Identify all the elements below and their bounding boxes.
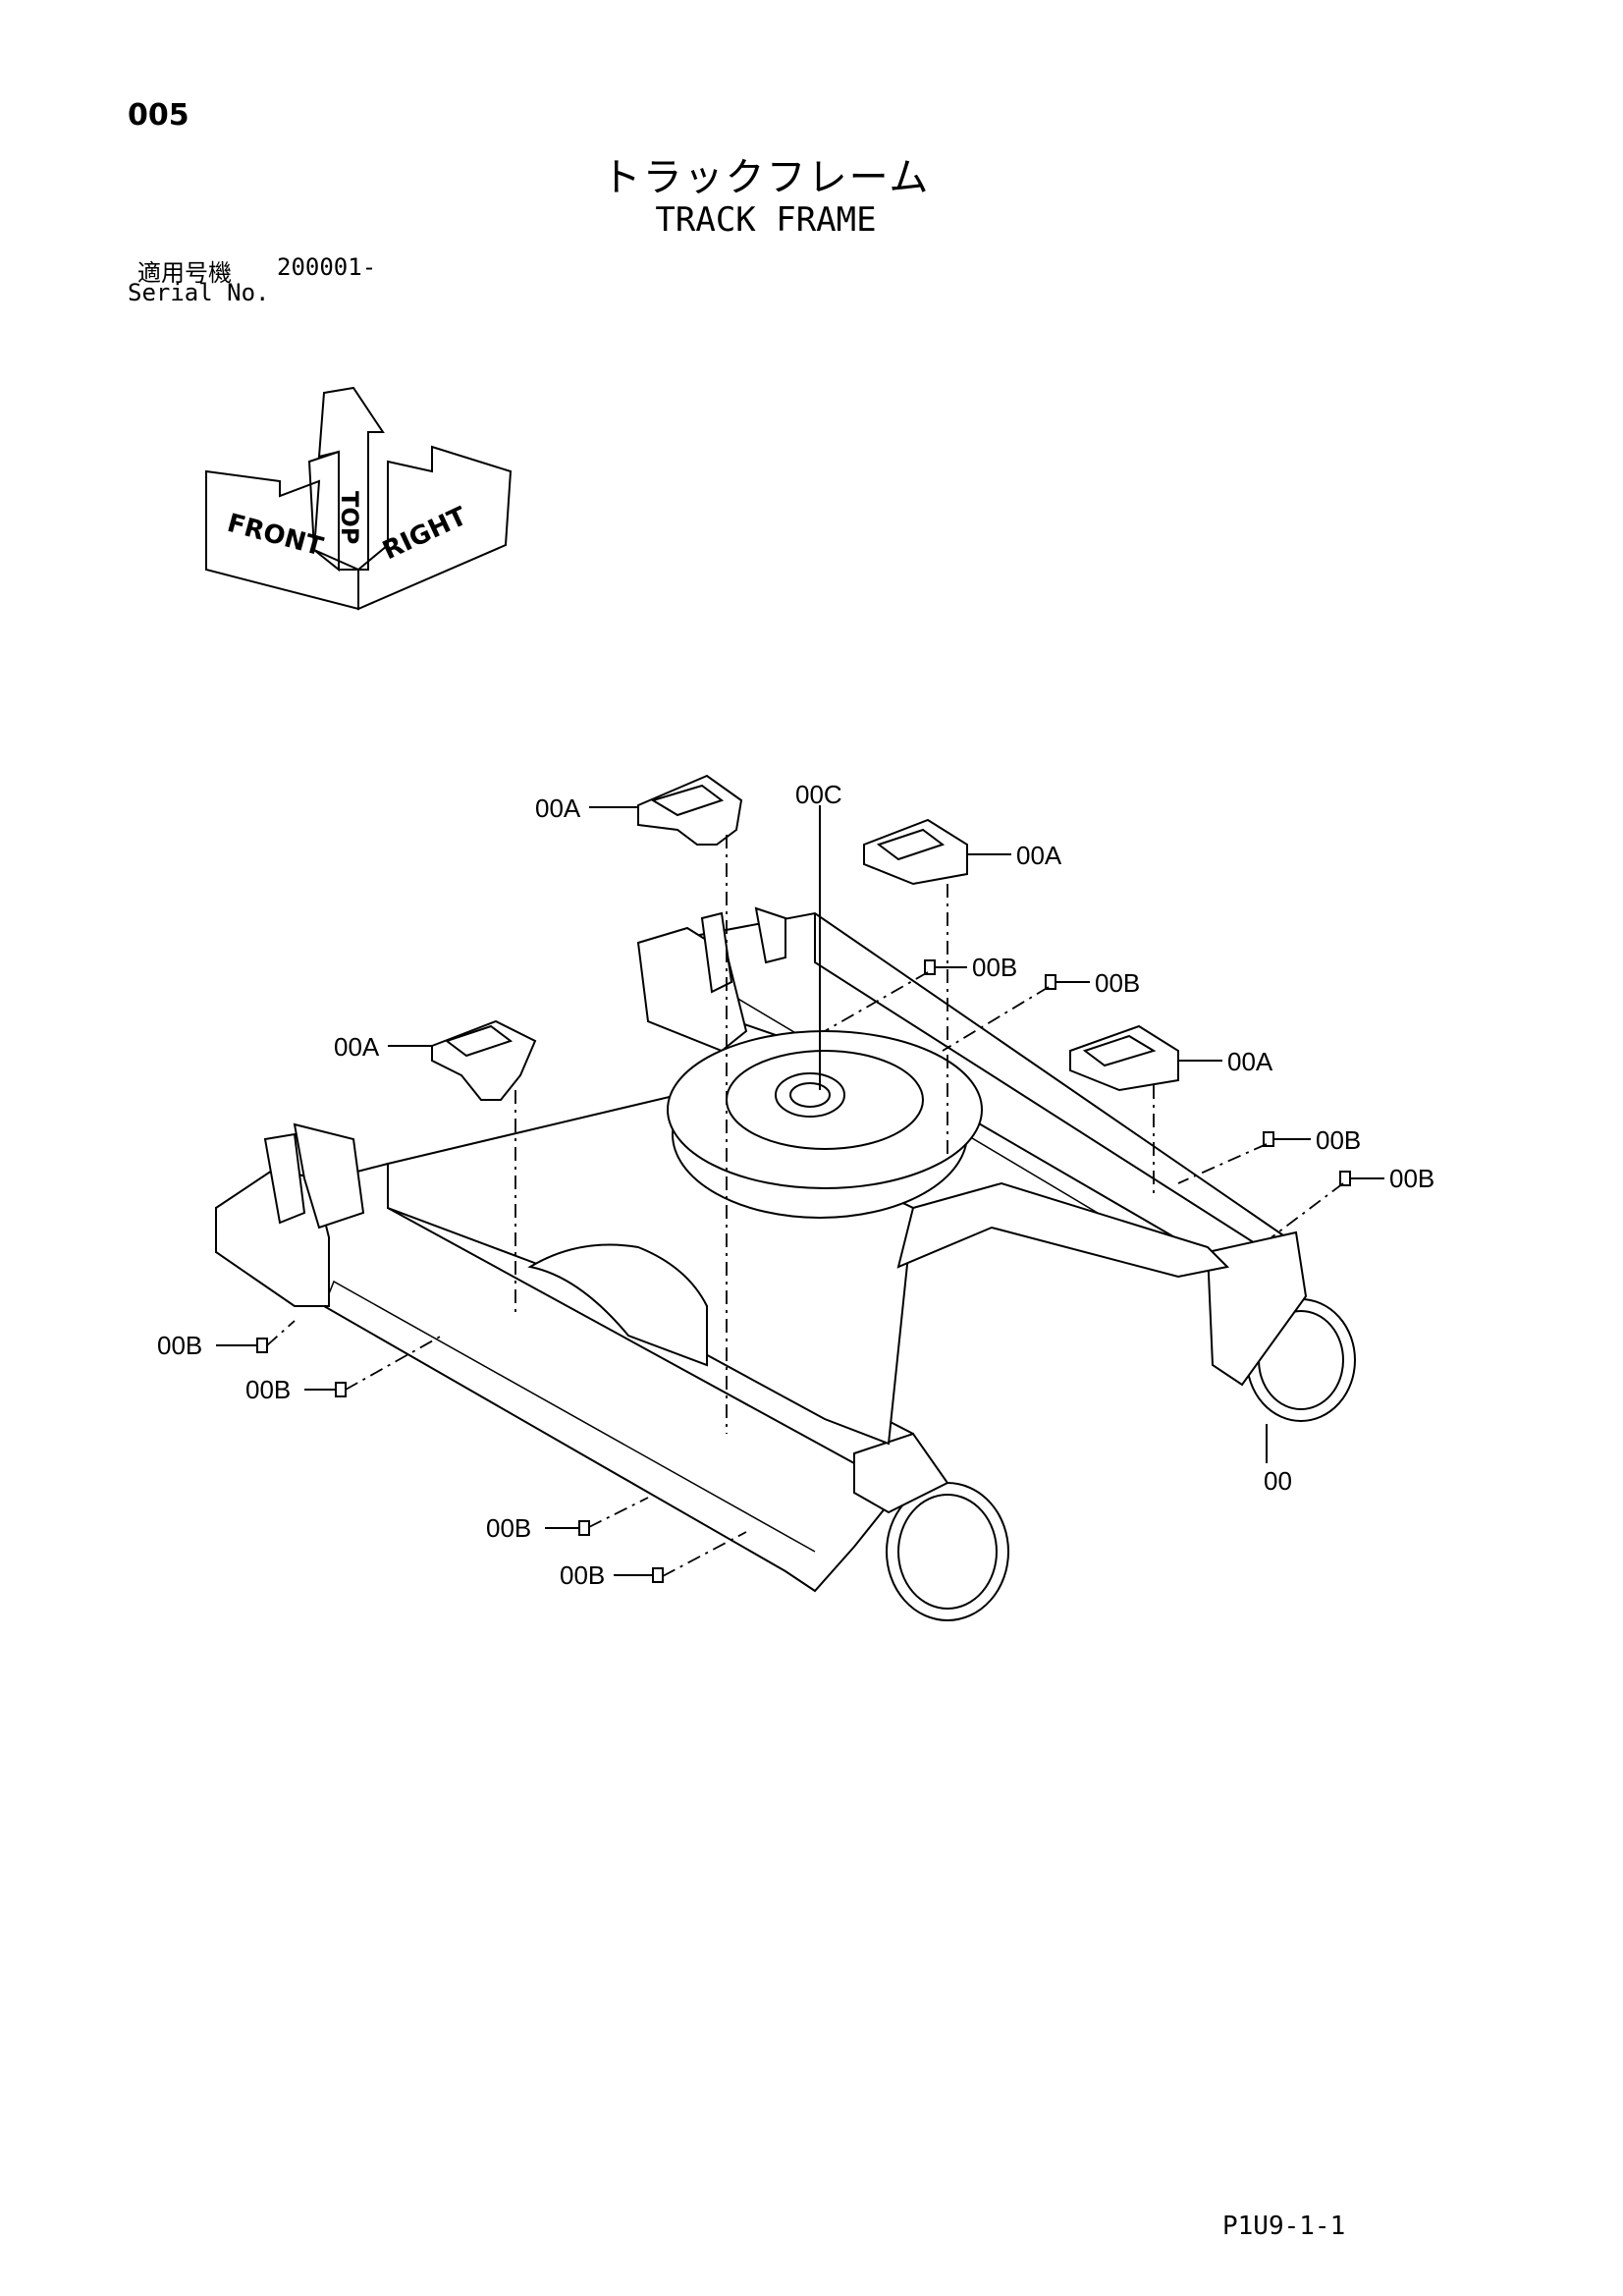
callout-00-track-frame: 00	[1264, 1466, 1292, 1496]
callout-00c: 00C	[795, 780, 842, 809]
page-title-japanese: トラックフレーム	[601, 155, 931, 200]
serial-label-english: Serial No.	[128, 279, 270, 306]
callout-labels: 00A 00C 00A 00B 00B 00A 00A 00B 00B 00B …	[157, 780, 1434, 1590]
page-title-english: TRACK FRAME	[655, 200, 877, 240]
assembly-phantom-lines	[266, 835, 1344, 1577]
callout-00b-left-4: 00B	[560, 1560, 605, 1590]
callout-00a-left: 00A	[334, 1032, 380, 1062]
wear-plate-parts	[431, 774, 1179, 1101]
serial-label-japanese: 適用号機	[137, 259, 232, 287]
callout-00a-right-upper: 00A	[1016, 841, 1062, 870]
callout-00b-left-3: 00B	[486, 1513, 531, 1543]
orientation-label-right: RIGHT	[378, 502, 471, 567]
callout-00b-right-2: 00B	[1095, 968, 1140, 998]
leader-lines	[216, 805, 1384, 1576]
callout-00b-right-4: 00B	[1389, 1164, 1434, 1193]
drawing-reference-code: P1U9-1-1	[1222, 2212, 1346, 2241]
orientation-label-front: FRONT	[224, 509, 326, 563]
callout-00a-right-lower: 00A	[1227, 1047, 1273, 1076]
callout-00b-right-3: 00B	[1316, 1125, 1361, 1155]
callout-00a-top: 00A	[535, 793, 581, 823]
page-number: 005	[128, 98, 189, 133]
orientation-compass: FRONT TOP RIGHT	[205, 386, 513, 611]
serial-number-value: 200001-	[277, 253, 377, 281]
callout-00b-left-1: 00B	[157, 1331, 202, 1360]
callout-00b-left-2: 00B	[245, 1375, 291, 1404]
track-frame-body	[215, 906, 1356, 1621]
orientation-label-top: TOP	[336, 491, 363, 544]
callout-00b-right-1: 00B	[972, 953, 1017, 982]
